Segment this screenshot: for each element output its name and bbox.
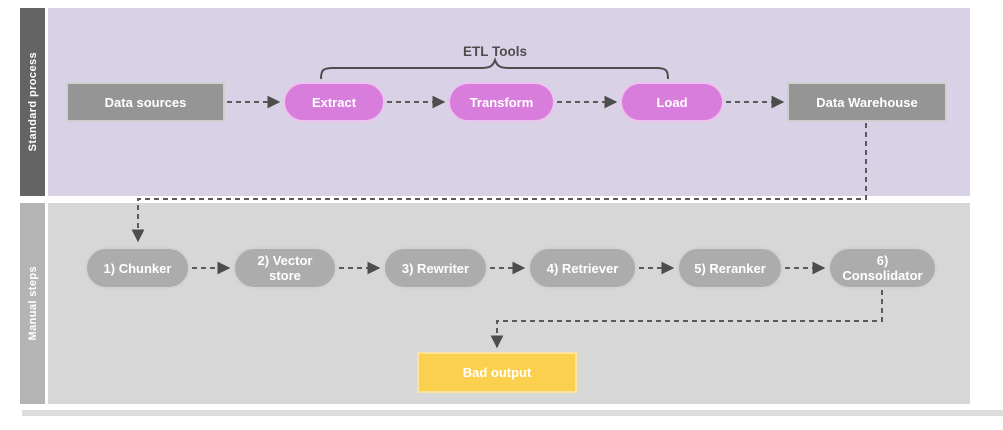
- node-rewriter-label: 3) Rewriter: [401, 260, 470, 276]
- node-reranker-label: 5) Reranker: [694, 260, 766, 276]
- node-data-sources: Data sources: [66, 82, 225, 122]
- node-load: Load: [620, 82, 724, 122]
- node-extract-label: Extract: [311, 94, 357, 110]
- node-data-sources-label: Data sources: [104, 94, 187, 110]
- node-retriever: 4) Retriever: [528, 247, 637, 289]
- node-rewriter: 3) Rewriter: [383, 247, 488, 289]
- node-data-warehouse: Data Warehouse: [787, 82, 947, 122]
- node-chunker-label: 1) Chunker: [103, 260, 172, 276]
- node-chunker: 1) Chunker: [85, 247, 190, 289]
- node-bad-output-label: Bad output: [462, 365, 532, 380]
- node-consolidator-label: 6) Consolidator: [842, 253, 923, 283]
- node-bad-output: Bad output: [417, 352, 577, 393]
- node-vector-store: 2) Vector store: [233, 247, 337, 289]
- node-transform-label: Transform: [469, 94, 534, 110]
- lane-standard-process-bar: Standard process: [20, 8, 45, 196]
- etl-tools-group-label: ETL Tools: [463, 44, 527, 59]
- node-consolidator: 6) Consolidator: [828, 247, 937, 289]
- node-retriever-label: 4) Retriever: [546, 260, 619, 276]
- lane-standard-process-label: Standard process: [26, 52, 39, 152]
- next-lane-edge-strip: [22, 410, 1003, 416]
- node-vector-store-label: 2) Vector store: [257, 253, 313, 283]
- node-transform: Transform: [448, 82, 555, 122]
- node-data-warehouse-label: Data Warehouse: [816, 94, 918, 110]
- lane-manual-steps-bar: Manual steps: [20, 203, 45, 404]
- node-load-label: Load: [656, 94, 688, 110]
- lane-manual-steps-label: Manual steps: [26, 266, 39, 341]
- node-extract: Extract: [283, 82, 385, 122]
- node-reranker: 5) Reranker: [677, 247, 783, 289]
